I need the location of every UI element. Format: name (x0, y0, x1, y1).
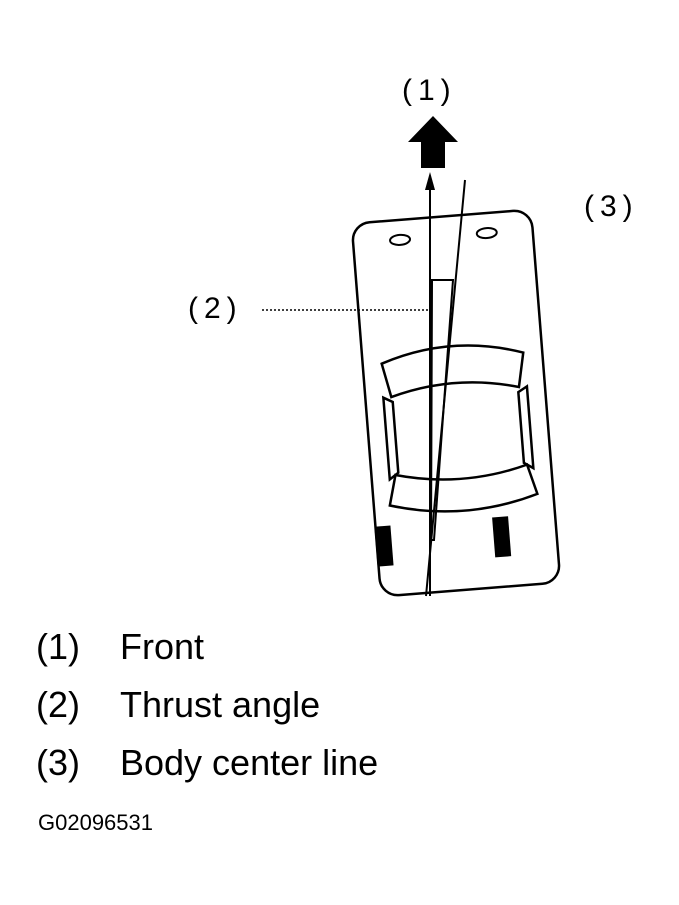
legend-number: (3) (36, 742, 80, 783)
callout-thrust-angle: (2) (188, 292, 243, 325)
callout-front: (1) (402, 74, 457, 107)
thrust-angle-wedge (429, 279, 455, 541)
vehicle-outline (351, 209, 561, 597)
rear-right-tire-icon (492, 516, 512, 558)
thrust-line (425, 172, 435, 596)
legend-label: Thrust angle (120, 684, 321, 725)
legend-number: (2) (36, 684, 80, 725)
callout-body-center-line: (3) (584, 190, 639, 223)
rear-left-tire-icon (374, 525, 394, 567)
legend-label: Body center line (120, 742, 379, 783)
legend-number: (1) (36, 626, 80, 667)
legend-label: Front (120, 626, 205, 667)
figure-id: G02096531 (38, 810, 153, 835)
front-arrow-icon (408, 116, 458, 168)
